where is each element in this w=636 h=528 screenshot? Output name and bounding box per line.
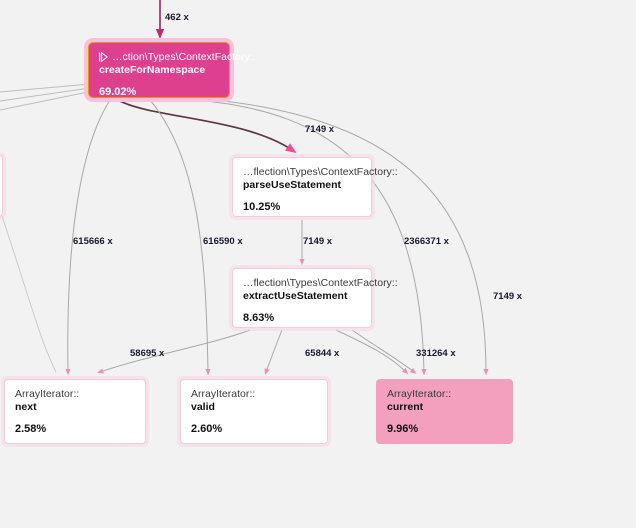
edge-label-incoming-root: 462 x <box>165 12 189 23</box>
node-array-iterator-current[interactable]: ArrayIterator:: current 9.96% <box>376 379 513 444</box>
edge-offscreen-a <box>0 83 91 93</box>
play-icon <box>99 52 108 62</box>
edge-label-parse-to-extract: 7149 x <box>303 236 333 247</box>
edge-extract-next <box>96 329 251 374</box>
edge-offscreen-c <box>0 91 89 111</box>
node-array-iterator-valid[interactable]: ArrayIterator:: valid 2.60% <box>180 379 328 444</box>
edge-label-extract-to-next: 58695 x <box>130 348 165 359</box>
node-scope-label: ArrayIterator:: <box>387 388 452 400</box>
node-scope-label: …flection\Types\ContextFactory:: <box>243 277 398 289</box>
node-scope-label: …ction\Types\ContextFactory:: <box>99 51 256 64</box>
node-percent-label: 2.58% <box>15 422 47 435</box>
edge-root-parse <box>117 99 297 154</box>
edge-label-root-to-parse: 7149 x <box>305 124 335 135</box>
node-percent-label: 69.02% <box>99 85 137 98</box>
node-clipped-offscreen[interactable] <box>0 155 3 217</box>
edge-label-root-to-next: 615666 x <box>73 236 113 247</box>
edge-extract-current <box>335 329 409 375</box>
node-function-label: current <box>387 400 424 413</box>
edge-label-root-to-current-far: 2366371 x <box>404 236 449 247</box>
node-extract-use-statement[interactable]: …flection\Types\ContextFactory:: extract… <box>232 268 398 328</box>
node-function-label: extractUseStatement <box>243 289 348 302</box>
node-function-label: next <box>15 400 37 413</box>
edge-label-extract-to-current-right: 7149 x <box>493 291 523 302</box>
edge-extract-current-b <box>351 329 417 374</box>
node-scope-label: …flection\Types\ContextFactory:: <box>243 166 398 178</box>
node-array-iterator-next[interactable]: ArrayIterator:: next 2.58% <box>4 379 146 444</box>
node-percent-label: 8.63% <box>243 311 275 324</box>
node-create-for-namespace[interactable]: …ction\Types\ContextFactory:: createForN… <box>88 42 256 98</box>
edge-label-extract-to-valid: 65844 x <box>305 348 340 359</box>
node-function-label: createForNamespace <box>99 63 206 76</box>
node-function-label: valid <box>191 400 215 413</box>
node-scope-label: ArrayIterator:: <box>191 388 256 400</box>
edge-label-root-to-valid: 616590 x <box>203 236 243 247</box>
edge-clipped-node-link <box>1 215 57 373</box>
node-percent-label: 9.96% <box>387 422 419 435</box>
node-scope-label: ArrayIterator:: <box>15 388 80 400</box>
node-function-label: parseUseStatement <box>243 178 342 191</box>
edge-root-valid <box>149 99 211 376</box>
edge-offscreen-b <box>0 87 91 102</box>
node-parse-use-statement[interactable]: …flection\Types\ContextFactory:: parseUs… <box>232 157 398 217</box>
node-percent-label: 10.25% <box>243 200 281 213</box>
edge-extract-valid <box>264 329 283 375</box>
edge-label-extract-to-current: 331264 x <box>416 348 456 359</box>
node-percent-label: 2.60% <box>191 422 223 435</box>
